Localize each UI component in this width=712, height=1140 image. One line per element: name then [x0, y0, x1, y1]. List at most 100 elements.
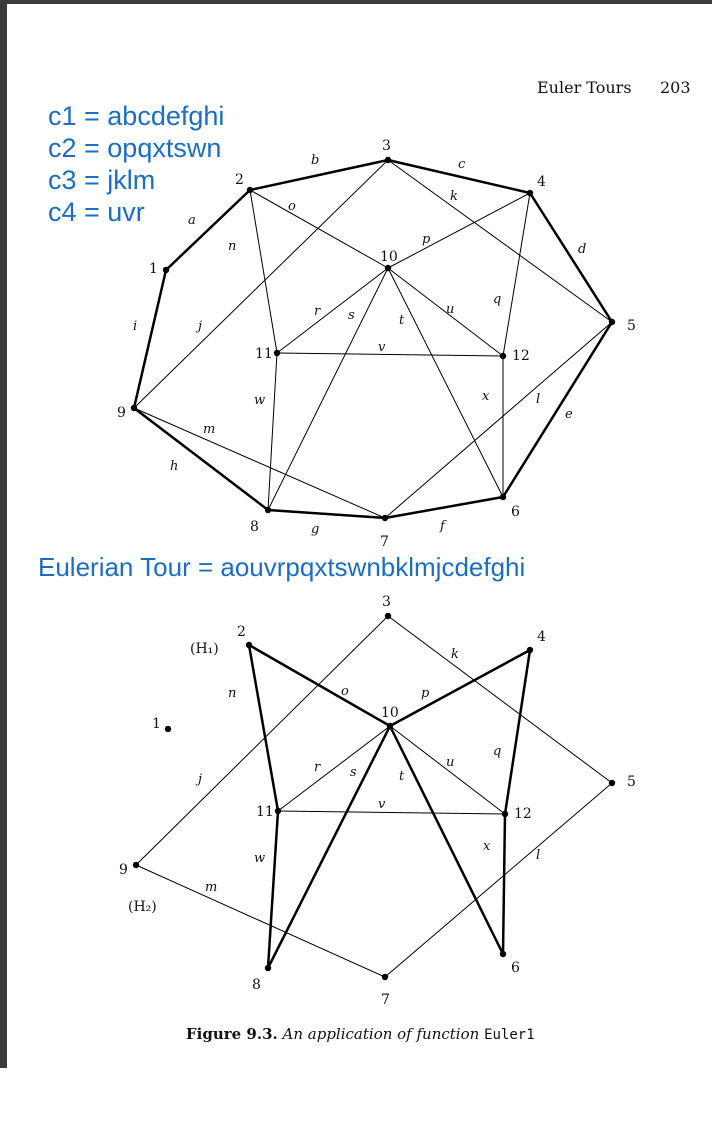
edge-label-w: w [254, 851, 265, 866]
vertex-dot-11 [274, 807, 282, 815]
cycle-note-c2: c2 = opqxtswn [48, 133, 222, 163]
edge-n [249, 189, 278, 354]
edge-label-k: k [451, 647, 459, 662]
edge-l [384, 321, 613, 519]
vertex-label-9: 9 [117, 405, 126, 421]
vertex-dot-12 [501, 810, 509, 818]
edge-label-i: i [133, 319, 137, 334]
vertex-dot-9 [130, 404, 138, 412]
edge-label-r: r [314, 760, 321, 775]
edge-label-x: x [482, 389, 490, 404]
edge-b [249, 158, 389, 192]
vertex-label-7: 7 [380, 534, 389, 550]
edge-label-c: c [458, 157, 466, 172]
vertex-dot-10 [384, 264, 392, 272]
edge-o [249, 189, 389, 269]
edge-m [133, 407, 386, 519]
vertex-label-12: 12 [512, 348, 530, 364]
edge-label-h: h [170, 459, 178, 474]
edge-u [387, 267, 504, 357]
vertex-label-10: 10 [380, 249, 398, 265]
edge-label-m: m [203, 422, 215, 437]
vertex-dot-7 [381, 514, 389, 522]
vertex-label-2: 2 [235, 172, 244, 188]
edge-s [267, 267, 389, 511]
vertex-dot-10 [386, 722, 394, 730]
vertex-dot-2 [246, 186, 254, 194]
edge-v [277, 810, 506, 815]
edge-l [384, 782, 613, 978]
vertex-label-2: 2 [237, 624, 246, 640]
eulerian-tour-note: Eulerian Tour = aouvrpqxtswnbklmjcdefghi [38, 552, 526, 582]
vertex-dot-5 [608, 318, 616, 326]
edge-t [388, 725, 505, 955]
edge-label-k: k [450, 189, 458, 204]
edge-label-n: n [228, 686, 236, 701]
book-page [7, 4, 712, 1068]
vertex-dot-8 [264, 964, 272, 972]
vertex-label-6: 6 [511, 504, 520, 520]
edge-label-m: m [205, 880, 217, 895]
edge-label-b: b [311, 153, 319, 168]
vertex-label-10: 10 [381, 705, 399, 721]
edge-label-l: l [536, 848, 540, 863]
vertex-label-3: 3 [382, 138, 391, 154]
caption-figure-number: Figure 9.3. [186, 1025, 278, 1043]
cycle-note-c4: c4 = uvr [48, 197, 145, 227]
edge-label-d: d [578, 242, 586, 257]
edge-label-a: a [188, 213, 196, 228]
edge-v [276, 352, 504, 357]
vertex-label-12: 12 [514, 806, 532, 822]
graph-figure-2: 1 2 3 4 5 6 7 8 9 10 11 12 (H₁) (H₂) j k… [119, 594, 636, 1008]
edge-w [267, 352, 278, 511]
edge-r [277, 725, 391, 812]
edge-s [266, 725, 392, 969]
edge-j [133, 159, 389, 409]
vertex-dot-2 [245, 641, 253, 649]
running-head-title: Euler Tours [537, 78, 632, 97]
edge-e [501, 321, 614, 498]
figure-caption: Figure 9.3. An application of function E… [186, 1025, 535, 1043]
edge-a [165, 189, 251, 271]
edge-o [248, 643, 391, 728]
edge-f [384, 495, 504, 520]
edge-r [276, 267, 389, 354]
edge-label-w: w [254, 393, 265, 408]
edge-i [132, 269, 168, 409]
subgraph-label-h2: (H₂) [128, 899, 157, 915]
edge-m [135, 864, 386, 978]
subgraph-label-h1: (H₁) [190, 641, 219, 657]
vertex-dot-8 [264, 506, 272, 514]
edge-c [387, 158, 531, 195]
edge-g [267, 508, 386, 520]
vertex-label-7: 7 [381, 992, 390, 1008]
edge-k [387, 159, 613, 323]
vertex-label-1: 1 [149, 261, 158, 277]
edge-t [387, 267, 504, 498]
edge-h [133, 407, 269, 511]
edge-u [389, 725, 506, 815]
window-left-border [0, 0, 7, 1068]
page-number: 203 [660, 78, 691, 97]
edge-label-o: o [288, 199, 296, 214]
cycle-note-c1: c1 = abcdefghi [48, 101, 225, 131]
edge-label-s: s [348, 308, 355, 323]
edge-label-r: r [314, 304, 321, 319]
edge-d [528, 192, 614, 323]
edge-label-p: p [421, 686, 430, 701]
vertex-label-9: 9 [119, 862, 128, 878]
vertex-label-6: 6 [511, 960, 520, 976]
edge-label-j: j [195, 772, 202, 787]
edge-label-q: q [493, 292, 501, 307]
caption-code: Euler1 [484, 1027, 535, 1043]
edge-label-j: j [195, 319, 202, 334]
edge-p [387, 192, 531, 269]
window-top-border [0, 0, 712, 4]
edge-k [387, 615, 613, 784]
vertex-dot-6 [499, 950, 507, 958]
vertex-dot-5 [608, 779, 616, 787]
vertex-label-11: 11 [255, 346, 273, 362]
vertex-label-5: 5 [627, 318, 636, 334]
vertex-label-8: 8 [250, 519, 259, 535]
edge-label-t: t [399, 769, 405, 784]
